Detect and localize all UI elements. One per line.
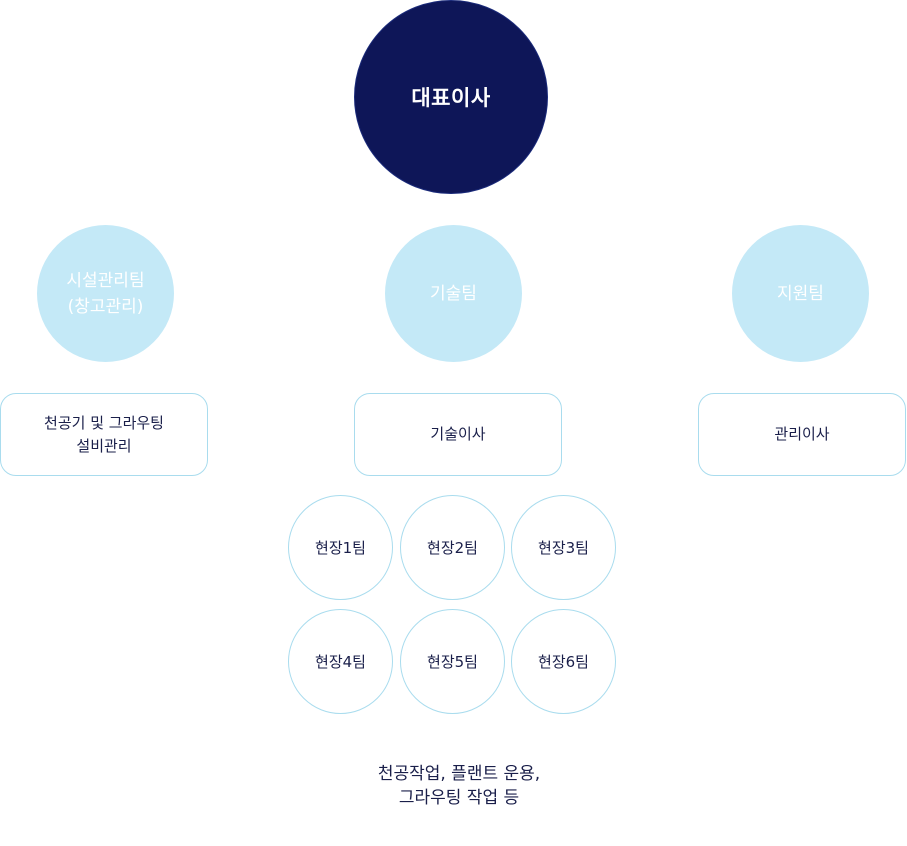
site-team-2: 현장2팀: [400, 495, 505, 600]
role-label-equipment: 천공기 및 그라우팅 설비관리: [44, 413, 164, 455]
team-label-support: 지원팀: [777, 283, 824, 304]
team-node-support: 지원팀: [732, 225, 869, 362]
team-label-technical: 기술팀: [430, 283, 477, 304]
team-node-technical: 기술팀: [385, 225, 522, 362]
team-node-facility: 시설관리팀 (창고관리): [37, 225, 174, 362]
role-label-admin-director: 관리이사: [774, 425, 830, 443]
role-box-equipment: 천공기 및 그라우팅 설비관리: [0, 393, 208, 476]
site-team-3: 현장3팀: [511, 495, 616, 600]
site-team-label: 현장5팀: [427, 653, 478, 671]
site-team-label: 현장2팀: [427, 539, 478, 557]
role-label-technical-director: 기술이사: [430, 425, 486, 443]
site-team-1: 현장1팀: [288, 495, 393, 600]
team-label-facility: 시설관리팀 (창고관리): [66, 270, 145, 317]
ceo-node: 대표이사: [354, 0, 548, 194]
site-team-label: 현장1팀: [315, 539, 366, 557]
site-team-5: 현장5팀: [400, 609, 505, 714]
site-team-label: 현장4팀: [315, 653, 366, 671]
site-team-6: 현장6팀: [511, 609, 616, 714]
ceo-label: 대표이사: [411, 86, 491, 110]
site-team-label: 현장3팀: [538, 539, 589, 557]
site-team-label: 현장6팀: [538, 653, 589, 671]
role-box-admin-director: 관리이사: [698, 393, 906, 476]
role-box-technical-director: 기술이사: [354, 393, 562, 476]
site-work-description: 천공작업, 플랜트 운용, 그라우팅 작업 등: [377, 764, 541, 808]
site-team-4: 현장4팀: [288, 609, 393, 714]
